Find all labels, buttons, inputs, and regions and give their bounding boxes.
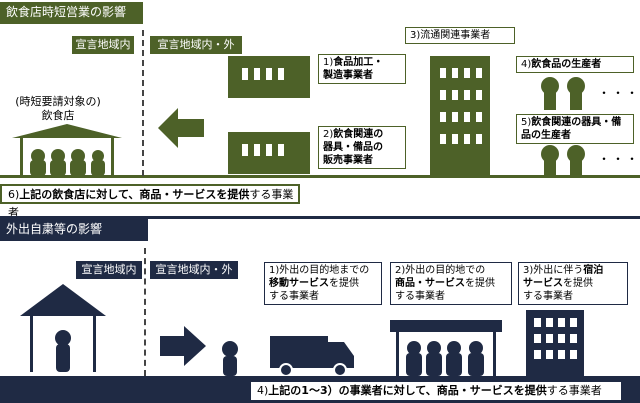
zone-inout-tag: 宣言地域内・外: [150, 36, 242, 54]
building-icon: [430, 56, 490, 176]
section1-title: 飲食店時短営業の影響: [0, 2, 143, 24]
section2-footer: 4)上記の1～3）の事業者に対して、商品・サービスを提供する事業者: [250, 381, 622, 401]
house-icon: [20, 284, 106, 372]
producer-icon-1: [541, 77, 585, 110]
item3-label: 3)流通関連事業者: [405, 27, 515, 44]
ellipsis-2: ・・・: [598, 152, 640, 166]
section1-footer: 6)上記の飲食店に対して、商品・サービスを提供する事業者: [0, 184, 300, 219]
item1-label: 1)食品加工・ 製造事業者: [318, 54, 406, 84]
hotel-icon: [526, 310, 584, 376]
left-arrow-icon: [158, 108, 204, 148]
producer-icon-2: [541, 145, 585, 176]
section1-frame: [0, 0, 640, 178]
section2-divider: [0, 216, 640, 219]
item2-3-label: 3)外出に伴う宿泊 サービスを提供 する事業者: [518, 262, 628, 305]
right-arrow-icon: [160, 326, 206, 366]
restaurant-icon: [12, 124, 122, 176]
section2-title: 外出自粛等の影響: [0, 219, 148, 241]
boundary-line: [142, 30, 144, 176]
item2-1-label: 1)外出の目的地までの 移動サービスを提供 する事業者: [264, 262, 382, 305]
item2-label: 2)飲食関連の 器具・備品の 販売事業者: [318, 126, 406, 169]
store-icon: [390, 320, 502, 376]
zone-inout-tag-2: 宣言地域内・外: [150, 261, 238, 279]
factory-icon-2: [228, 132, 310, 174]
zone-in-tag-2: 宣言地域内: [76, 261, 142, 279]
item2-2-label: 2)外出の目的地での 商品・サービスを提供 する事業者: [390, 262, 512, 305]
person-icon: [222, 341, 238, 376]
boundary-line-2: [144, 248, 146, 376]
item4-label: 4)飲食品の生産者: [516, 56, 634, 73]
zone-in-tag: 宣言地域内: [72, 36, 134, 54]
restaurant-label: (時短要請対象の) 飲食店: [15, 95, 101, 122]
ellipsis-1: ・・・: [598, 86, 640, 100]
factory-icon-1: [228, 56, 310, 98]
truck-icon: [270, 336, 354, 376]
item5-label: 5)飲食関連の器具・備 品の生産者: [516, 114, 634, 144]
